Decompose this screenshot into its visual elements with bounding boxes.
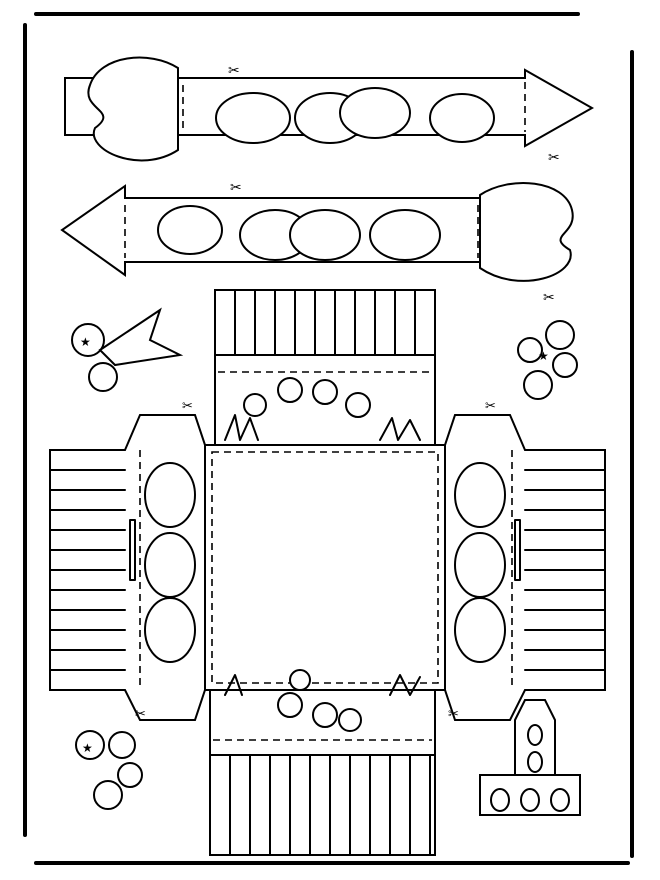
svg-text:★: ★ [82,741,93,755]
heart-shape [87,56,179,162]
page-frame [23,12,634,865]
egg-shape [429,93,495,143]
heart-shape [479,182,574,282]
scissors-icon: ✂ [543,290,555,306]
scissors-icon: ✂ [230,180,242,196]
scissors-icon: ★ [71,307,184,392]
svg-text:★: ★ [538,349,549,363]
egg-shape [339,87,411,139]
scissors-icon: ✂ [548,150,560,166]
scissors-icon: ✂ [485,399,496,414]
egg-shape [215,92,291,144]
basket-net: ✂ ✂ ✂ ✂ [49,289,606,856]
egg-shape [157,205,223,255]
handle-strap-bottom: ✂ ✂ [60,180,574,306]
svg-text:★: ★ [80,335,91,349]
flower-group [224,377,421,732]
scissors-icon: ✂ [448,707,459,722]
handle-strap-top: ✂ ✂ [64,56,595,166]
basket-illustration [479,699,581,816]
flower-icon: ★ [75,730,143,810]
egg-shape [454,597,506,663]
egg-shape [289,209,361,261]
scissors-icon: ✂ [135,707,146,722]
egg-shape [144,462,196,528]
scissors-icon: ✂ [228,63,240,79]
egg-shape [144,597,196,663]
egg-shape [454,462,506,528]
flower-icon: ★ [517,320,578,400]
scissors-icon: ✂ [182,399,193,414]
egg-shape [369,209,441,261]
